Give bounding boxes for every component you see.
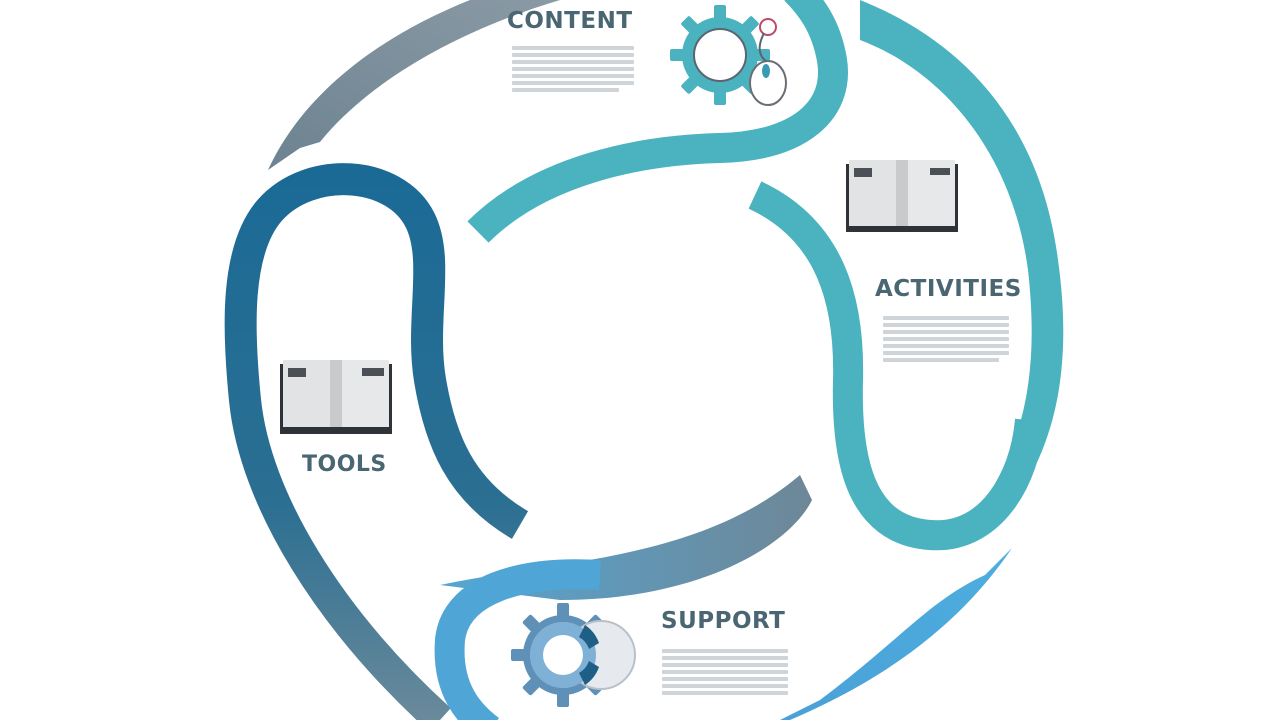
section-title-activities: ACTIVITIES [875,276,1022,302]
ribbon-light-blue-bottom-right [780,548,1012,720]
gear-with-mouse-icon [670,5,787,106]
open-book-icon [846,160,958,232]
section-body-content: Placeholder paragraph text (illegible, l… [512,46,634,92]
section-body-activities: Placeholder paragraph text (illegible, l… [883,316,1009,362]
ribbon-teal-top [467,0,848,243]
section-title-content: CONTENT [507,8,633,34]
section-title-support: SUPPORT [661,608,786,634]
ribbon-teal-right-outer [860,0,1064,520]
section-title-tools: TOOLS [302,452,387,477]
ribbon-teal-right-inner [748,181,1045,551]
gear-lifebuoy-icon [511,603,636,707]
section-body-support: Placeholder paragraph text (illegible, l… [662,649,788,695]
ribbon-light-blue-bottom [434,559,601,720]
open-book-icon [280,360,392,434]
ribbon-dark-blue-left [224,163,529,720]
ribbon-gray-bottom-center [440,475,812,600]
ribbon-gray-top-left [268,0,560,170]
